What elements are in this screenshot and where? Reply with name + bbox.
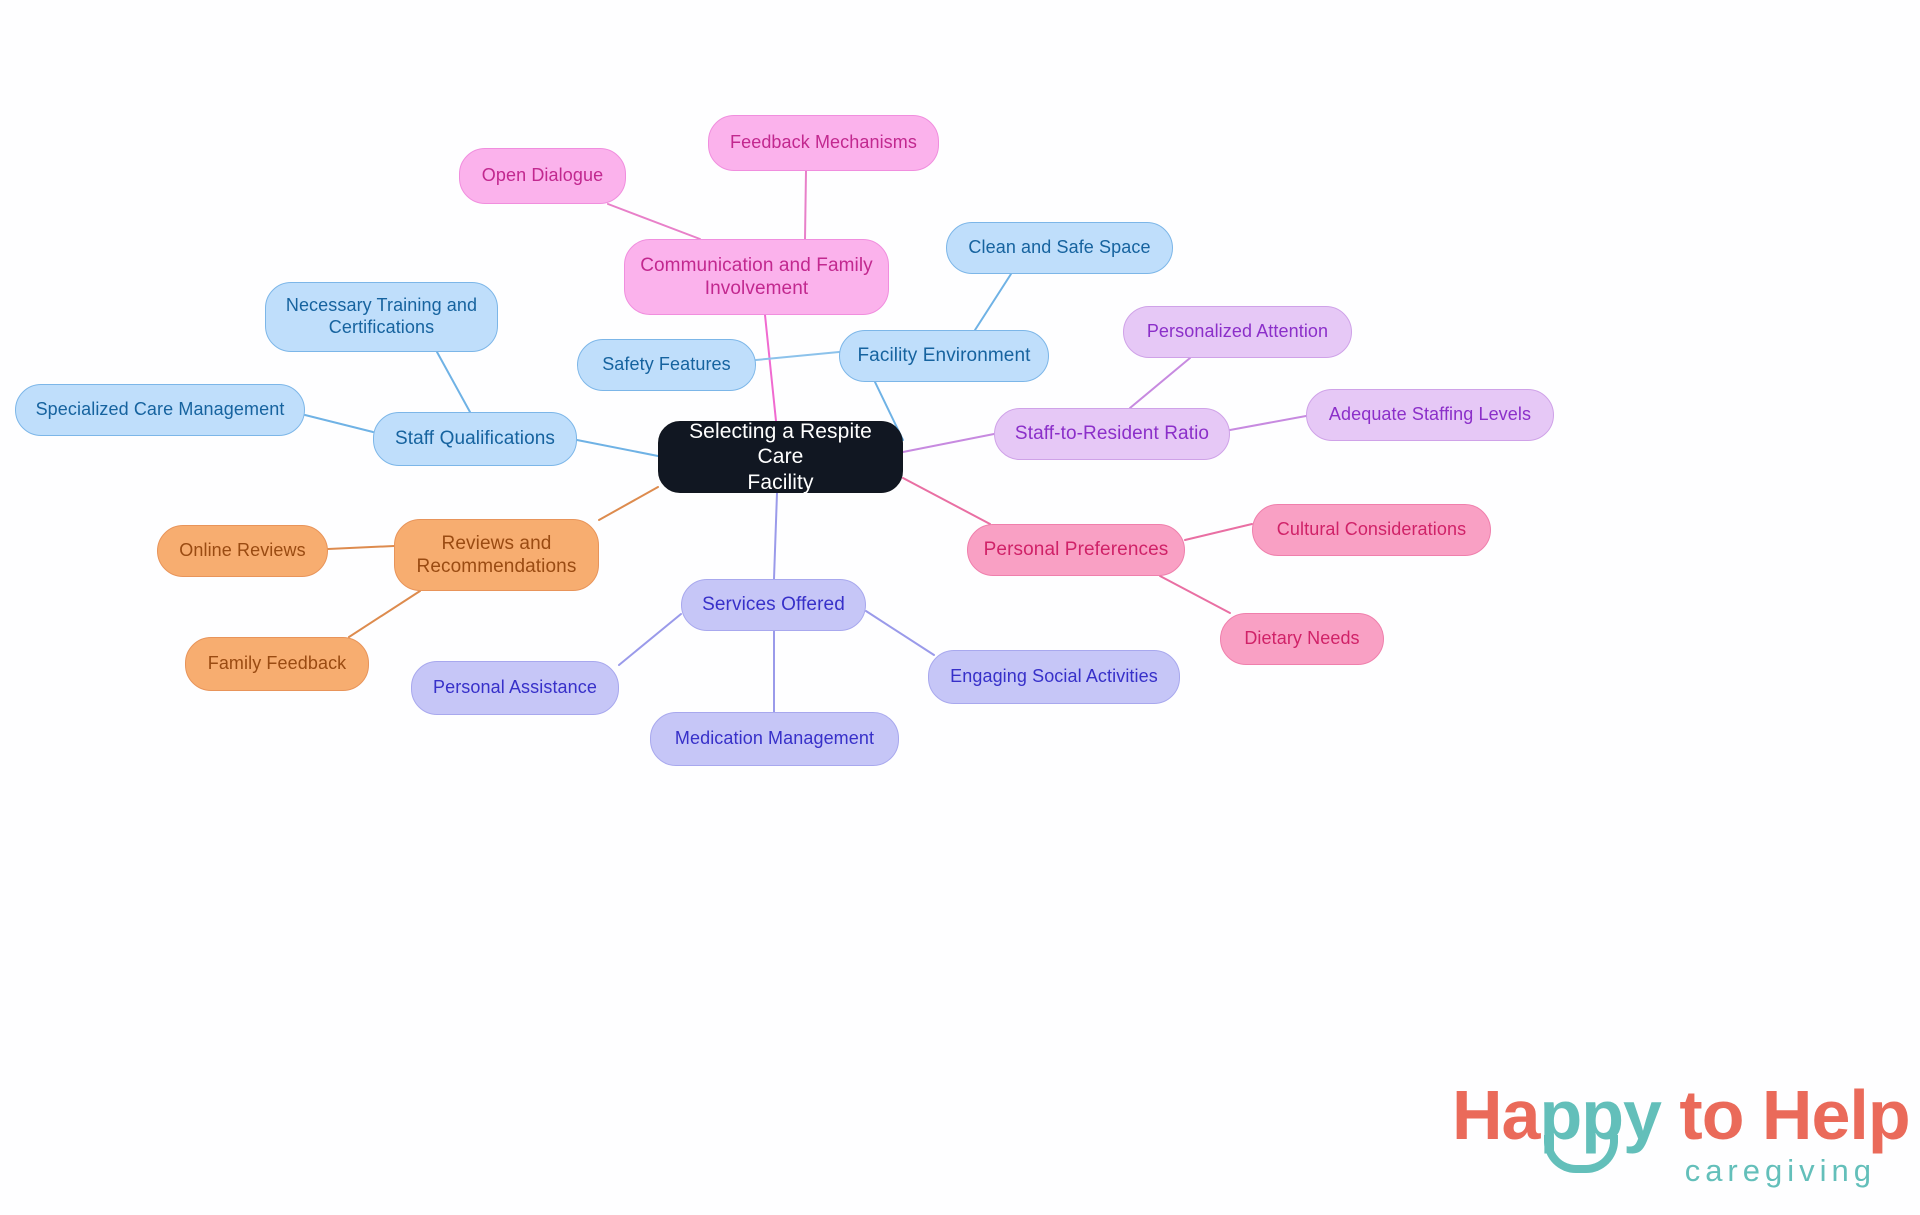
child-node-adequate-staffing-levels[interactable]: Adequate Staffing Levels (1306, 389, 1554, 441)
edge-staff-to-resident-ratio-to-adequate-staffing-levels (1229, 415, 1307, 431)
root-node-label: Selecting a Respite Care Facility (689, 419, 872, 494)
child-node-engaging-social-activities[interactable]: Engaging Social Activities (928, 650, 1180, 704)
child-node-necessary-training[interactable]: Necessary Training and Certifications (265, 282, 498, 352)
edge-root-to-personal-preferences (902, 477, 991, 525)
edge-root-to-staff-to-resident-ratio (902, 433, 995, 453)
child-node-specialized-care-management-label: Specialized Care Management (35, 399, 285, 420)
logo-tagline: caregiving (1684, 1153, 1876, 1188)
child-node-necessary-training-label: Necessary Training and Certifications (285, 295, 478, 337)
root-node[interactable]: Selecting a Respite Care Facility (658, 419, 903, 494)
child-node-clean-and-safe-space[interactable]: Clean and Safe Space (946, 222, 1173, 274)
edge-personal-preferences-to-cultural-considerations (1184, 523, 1253, 541)
logo-happy-prefix: Ha (1452, 1076, 1540, 1154)
child-node-online-reviews[interactable]: Online Reviews (157, 525, 328, 577)
child-node-clean-and-safe-space-label: Clean and Safe Space (968, 237, 1151, 258)
child-node-cultural-considerations[interactable]: Cultural Considerations (1252, 504, 1491, 556)
brand-logo: Happy to Help caregiving (1452, 1075, 1911, 1193)
edge-facility-environment-to-clean-and-safe-space (974, 273, 1012, 331)
child-node-open-dialogue[interactable]: Open Dialogue (459, 148, 626, 204)
branch-node-facility-environment-label: Facility Environment (857, 345, 1031, 367)
child-node-dietary-needs[interactable]: Dietary Needs (1220, 613, 1384, 665)
branch-node-staff-qualifications-label: Staff Qualifications (394, 428, 556, 450)
child-node-personal-assistance[interactable]: Personal Assistance (411, 661, 619, 715)
branch-node-staff-to-resident-ratio[interactable]: Staff-to-Resident Ratio (994, 408, 1230, 460)
edge-root-to-communication (764, 314, 777, 422)
child-node-adequate-staffing-levels-label: Adequate Staffing Levels (1328, 404, 1532, 425)
edge-facility-environment-to-safety-features (755, 351, 840, 361)
branch-node-reviews-and-recommendations-label: Reviews and Recommendations (416, 532, 577, 577)
child-node-cultural-considerations-label: Cultural Considerations (1276, 519, 1467, 540)
branch-node-communication-label: Communication and Family Involvement (640, 254, 873, 299)
edge-staff-qualifications-to-necessary-training (436, 351, 471, 413)
branch-node-personal-preferences[interactable]: Personal Preferences (967, 524, 1185, 576)
edge-root-to-staff-qualifications (576, 439, 659, 457)
branch-node-services-offered[interactable]: Services Offered (681, 579, 866, 631)
edge-communication-to-open-dialogue (607, 203, 701, 240)
child-node-personal-assistance-label: Personal Assistance (433, 677, 597, 698)
edge-services-offered-to-engaging-social-activities (865, 610, 935, 656)
branch-node-personal-preferences-label: Personal Preferences (983, 539, 1169, 561)
child-node-safety-features-label: Safety Features (602, 354, 731, 375)
child-node-safety-features[interactable]: Safety Features (577, 339, 756, 391)
edge-communication-to-feedback-mechanisms (804, 170, 807, 240)
child-node-medication-management-label: Medication Management (674, 728, 875, 749)
branch-node-services-offered-label: Services Offered (702, 594, 845, 616)
child-node-family-feedback[interactable]: Family Feedback (185, 637, 369, 691)
branch-node-staff-qualifications[interactable]: Staff Qualifications (373, 412, 577, 466)
edge-root-to-services-offered (773, 492, 778, 580)
logo-wordmark: Happy to Help (1452, 1075, 1911, 1173)
child-node-family-feedback-label: Family Feedback (207, 653, 347, 674)
branch-node-staff-to-resident-ratio-label: Staff-to-Resident Ratio (1014, 423, 1210, 445)
child-node-engaging-social-activities-label: Engaging Social Activities (950, 666, 1158, 687)
edge-services-offered-to-personal-assistance (618, 613, 682, 666)
edge-staff-qualifications-to-specialized-care-management (304, 414, 374, 433)
branch-node-communication[interactable]: Communication and Family Involvement (624, 239, 889, 315)
child-node-personalized-attention-label: Personalized Attention (1146, 321, 1329, 342)
child-node-medication-management[interactable]: Medication Management (650, 712, 899, 766)
child-node-feedback-mechanisms-label: Feedback Mechanisms (730, 132, 917, 153)
child-node-open-dialogue-label: Open Dialogue (481, 165, 604, 186)
child-node-online-reviews-label: Online Reviews (179, 540, 306, 561)
child-node-personalized-attention[interactable]: Personalized Attention (1123, 306, 1352, 358)
smile-icon (1544, 1135, 1618, 1173)
branch-node-reviews-and-recommendations[interactable]: Reviews and Recommendations (394, 519, 599, 591)
edge-staff-to-resident-ratio-to-personalized-attention (1129, 357, 1191, 409)
edge-personal-preferences-to-dietary-needs (1159, 575, 1231, 614)
child-node-feedback-mechanisms[interactable]: Feedback Mechanisms (708, 115, 939, 171)
child-node-specialized-care-management[interactable]: Specialized Care Management (15, 384, 305, 436)
edge-reviews-and-recommendations-to-online-reviews (327, 545, 395, 550)
edge-reviews-and-recommendations-to-family-feedback (348, 590, 421, 638)
child-node-dietary-needs-label: Dietary Needs (1244, 628, 1360, 649)
edge-root-to-reviews-and-recommendations (598, 486, 659, 521)
logo-to-help: to Help (1660, 1076, 1910, 1154)
branch-node-facility-environment[interactable]: Facility Environment (839, 330, 1049, 382)
